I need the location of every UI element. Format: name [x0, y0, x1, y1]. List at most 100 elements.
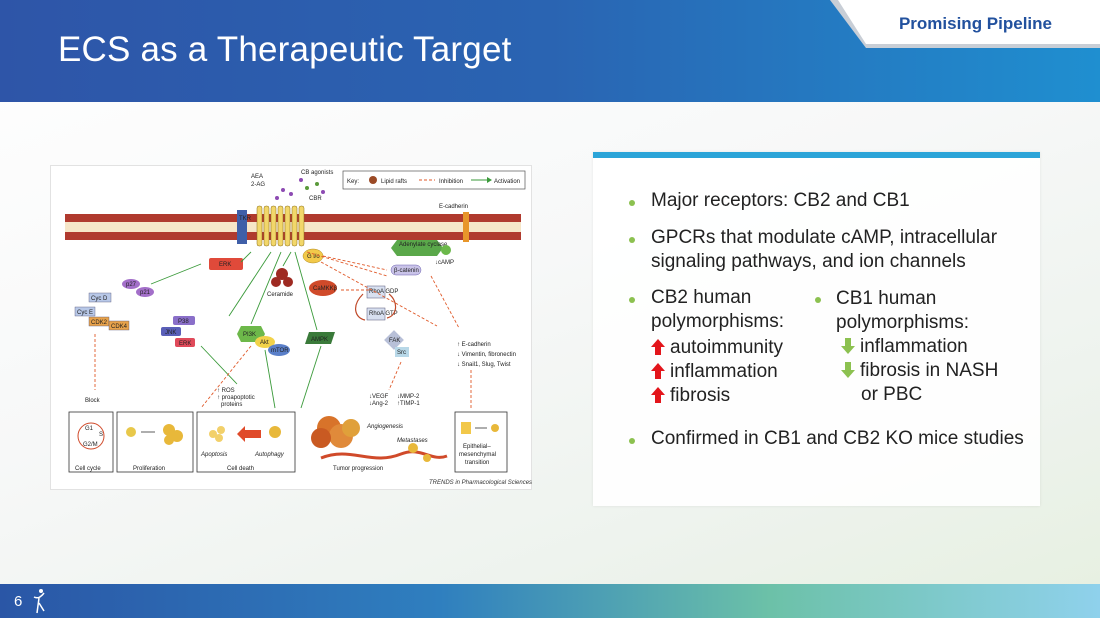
svg-text:RhoA GTP: RhoA GTP [369, 311, 398, 317]
svg-text:Cell death: Cell death [227, 466, 254, 472]
cb1-item-fibrosis: fibrosis in NASH [841, 359, 998, 383]
ecadherin-protein [463, 212, 469, 242]
ecad-list-1: ↑ E-cadherin [457, 342, 491, 348]
akt-node [255, 336, 275, 348]
footer-bar [0, 584, 1100, 618]
red-up-arrow-icon [651, 387, 665, 403]
vegf-label: ↓VEGF [369, 394, 389, 400]
ecad-list-3: ↓ Snail1, Slug, Twist [457, 362, 511, 368]
bullet-ko-mice: Confirmed in CB1 and CB2 KO mice studies [651, 428, 1024, 449]
svg-text:mesenchymal: mesenchymal [459, 452, 496, 458]
section-tab: Promising Pipeline [830, 0, 1100, 48]
bullet-gpcrs-line2: signaling pathways, and ion channels [651, 251, 966, 272]
mtor-node [268, 344, 290, 356]
p21-node [136, 287, 154, 297]
ecs-pathway-figure: Key: Lipid rafts Inhibition Activation A… [50, 165, 532, 490]
tkr-receptor [237, 210, 247, 244]
svg-text:ERK: ERK [219, 262, 231, 268]
svg-text:Autophagy: Autophagy [254, 452, 285, 458]
svg-text:Akt: Akt [260, 340, 269, 346]
bullet-gpcrs-line1: GPCRs that modulate cAMP, intracellular [651, 227, 998, 248]
panel-cell-death [196, 411, 296, 473]
ang2-label: ↓Ang-2 [369, 401, 389, 407]
svg-text:Epithelial–: Epithelial– [463, 444, 491, 450]
cb2-heading-line2: polymorphisms: [651, 311, 785, 332]
red-up-arrow-icon [651, 339, 665, 355]
company-logo-icon [33, 589, 45, 614]
green-down-arrow-icon [841, 338, 855, 354]
src-node [395, 347, 409, 357]
section-tab-shape [830, 0, 1100, 48]
svg-text:TKR: TKR [239, 216, 252, 222]
cb2-item-fibrosis: fibrosis [651, 384, 730, 408]
svg-text:CDK4: CDK4 [111, 324, 128, 330]
svg-text:Cyc D: Cyc D [91, 296, 108, 302]
cb2-heading-line1: CB2 human [651, 287, 752, 308]
svg-text:Cyc E: Cyc E [77, 310, 93, 316]
timp1-label: ↑TIMP-1 [397, 401, 420, 407]
svg-text:Metastases: Metastases [397, 438, 428, 444]
activation-arrows [150, 251, 322, 409]
key-label: Key: [347, 179, 359, 185]
svg-text:G1: G1 [85, 426, 94, 432]
svg-text:CDK2: CDK2 [91, 320, 108, 326]
jnk-node [161, 327, 181, 336]
svg-text:β-catenin: β-catenin [394, 268, 419, 274]
svg-text:Adenylate cyclase: Adenylate cyclase [399, 242, 448, 248]
ros-1: ↑ ROS [217, 388, 235, 394]
ros-2: ↑ proapoptotic [217, 395, 255, 401]
cycd-node [88, 292, 112, 303]
svg-text:ERK: ERK [179, 341, 191, 347]
p38-node [173, 316, 195, 325]
ros-3: proteins [221, 402, 242, 408]
ecadherin-top-label: E-cadherin [439, 204, 468, 210]
ceramide-node [276, 268, 288, 280]
svg-text:Apoptosis: Apoptosis [200, 452, 227, 458]
svg-text:CaMKKβ: CaMKKβ [313, 286, 338, 292]
svg-text:AMPK: AMPK [311, 337, 328, 343]
cb1-heading-line2: polymorphisms: [836, 312, 970, 333]
cyce-node [74, 306, 96, 317]
svg-text:G2/M: G2/M [83, 442, 98, 448]
fak-node [384, 330, 404, 350]
section-tab-label: Promising Pipeline [898, 14, 1052, 33]
svg-text:mTOR: mTOR [271, 348, 289, 354]
bullet-dot [629, 200, 635, 206]
cb1-item-inflammation: inflammation [841, 335, 968, 359]
svg-text:FAK: FAK [389, 338, 400, 344]
cbr-label: CBR [309, 196, 322, 202]
camp-label: ↓cAMP [435, 260, 454, 266]
ligand-aea: AEA [251, 174, 263, 180]
tumor-cluster [311, 416, 448, 462]
cb2-item-inflammation: inflammation [651, 360, 778, 384]
page-number: 6 [14, 593, 23, 610]
svg-text:p27: p27 [126, 282, 137, 288]
ecad-list-2: ↓ Vimentin, fibronectin [457, 352, 516, 358]
cb1-heading-line1: CB1 human [836, 288, 937, 309]
adenylate-cyclase [391, 240, 443, 256]
cb2-item-autoimmunity: autoimmunity [651, 336, 783, 360]
svg-text:Angiogenesis: Angiogenesis [366, 424, 403, 430]
mmp2-label: ↓MMP-2 [397, 394, 420, 400]
svg-text:G i/o: G i/o [307, 254, 320, 260]
cb-agonists-label: CB agonists [301, 170, 333, 176]
bullet-major-receptors: Major receptors: CB2 and CB1 [651, 190, 910, 211]
inhibition-arrows [94, 251, 472, 409]
red-up-arrow-icon [651, 363, 665, 379]
key-inhibition: Inhibition [439, 179, 463, 185]
camkk-node [309, 280, 337, 296]
svg-text:transition: transition [465, 460, 489, 466]
green-down-arrow-icon [841, 362, 855, 378]
svg-text:JNK: JNK [165, 330, 176, 336]
key-activation: Activation [494, 179, 520, 185]
svg-text:P38: P38 [178, 319, 189, 325]
svg-text:Ceramide: Ceramide [267, 292, 294, 298]
svg-text:p21: p21 [140, 290, 151, 296]
cbr-receptor [256, 205, 305, 247]
lipid-raft-icon [369, 176, 377, 184]
svg-text:S: S [99, 432, 103, 438]
rhoa-gtp [366, 307, 386, 321]
bullet-dot [629, 237, 635, 243]
p27-node [122, 279, 140, 289]
svg-text:Src: Src [397, 350, 406, 356]
